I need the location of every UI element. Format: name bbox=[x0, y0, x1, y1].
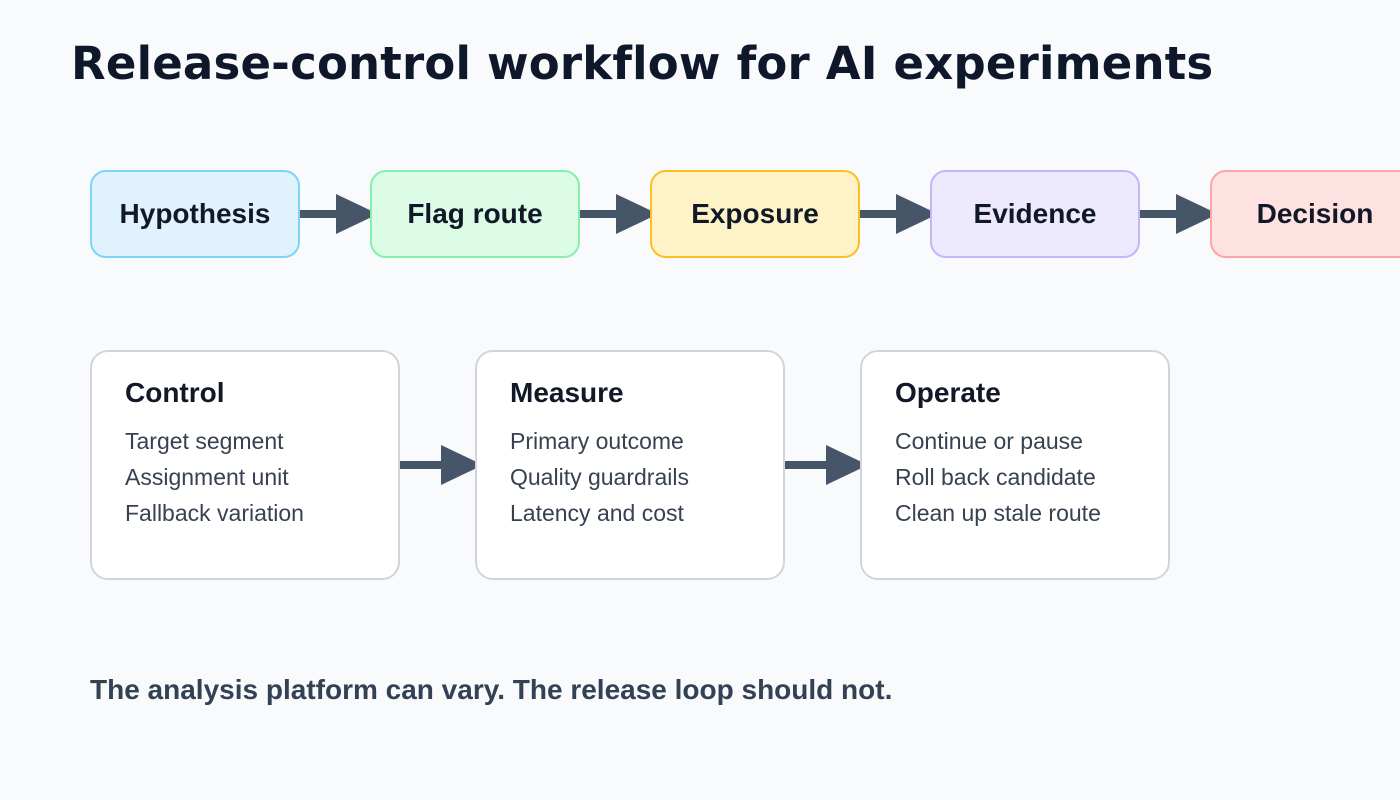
footer-note: The analysis platform can vary. The rele… bbox=[90, 674, 893, 705]
card-item: Continue or pause bbox=[895, 428, 1083, 454]
card-item: Roll back candidate bbox=[895, 464, 1096, 490]
card-item-list: Target segment Assignment unit Fallback … bbox=[125, 423, 398, 531]
stage-label: Decision bbox=[1256, 198, 1374, 229]
stage-label: Flag route bbox=[407, 198, 543, 229]
stage-arrow-4 bbox=[1140, 194, 1218, 234]
card-item: Latency and cost bbox=[510, 500, 684, 526]
stage-arrow-3 bbox=[860, 194, 938, 234]
stage-exposure: Exposure bbox=[650, 170, 860, 258]
card-item-list: Continue or pause Roll back candidate Cl… bbox=[895, 423, 1168, 531]
card-item-list: Primary outcome Quality guardrails Laten… bbox=[510, 423, 783, 531]
card-item: Primary outcome bbox=[510, 428, 684, 454]
stage-arrow-2 bbox=[580, 194, 658, 234]
stage-hypothesis: Hypothesis bbox=[90, 170, 300, 258]
card-operate: Operate Continue or pause Roll back cand… bbox=[860, 350, 1170, 580]
stage-label: Evidence bbox=[973, 198, 1097, 229]
stage-arrow-1 bbox=[300, 194, 378, 234]
card-measure: Measure Primary outcome Quality guardrai… bbox=[475, 350, 785, 580]
card-title: Operate bbox=[895, 377, 1001, 408]
card-item: Quality guardrails bbox=[510, 464, 689, 490]
card-item: Fallback variation bbox=[125, 500, 304, 526]
card-item: Target segment bbox=[125, 428, 284, 454]
card-item: Clean up stale route bbox=[895, 500, 1101, 526]
card-arrow-2 bbox=[785, 445, 868, 485]
card-control: Control Target segment Assignment unit F… bbox=[90, 350, 400, 580]
card-arrow-1 bbox=[400, 445, 483, 485]
card-item: Assignment unit bbox=[125, 464, 289, 490]
stage-label: Exposure bbox=[691, 198, 819, 229]
card-title: Measure bbox=[510, 377, 624, 408]
stage-label: Hypothesis bbox=[119, 198, 271, 229]
stage-decision: Decision bbox=[1210, 170, 1400, 258]
card-title: Control bbox=[125, 377, 225, 408]
stage-flag-route: Flag route bbox=[370, 170, 580, 258]
page-title: Release-control workflow for AI experime… bbox=[71, 37, 1214, 90]
stage-evidence: Evidence bbox=[930, 170, 1140, 258]
